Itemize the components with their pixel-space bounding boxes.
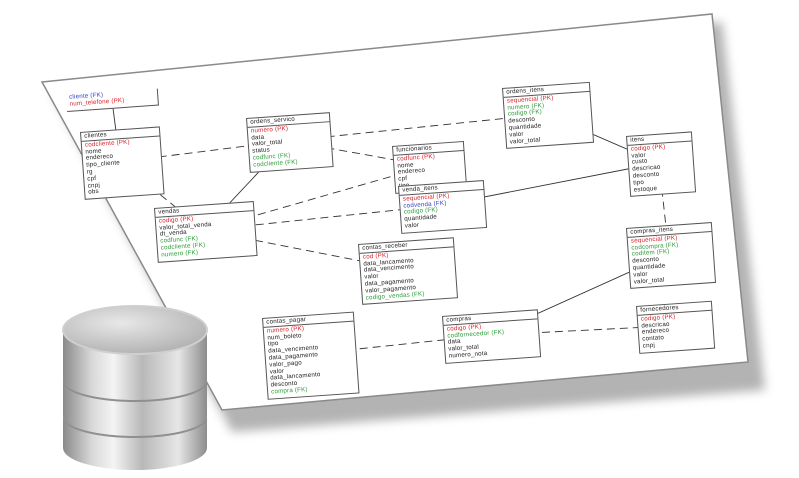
database-icon bbox=[62, 305, 208, 470]
